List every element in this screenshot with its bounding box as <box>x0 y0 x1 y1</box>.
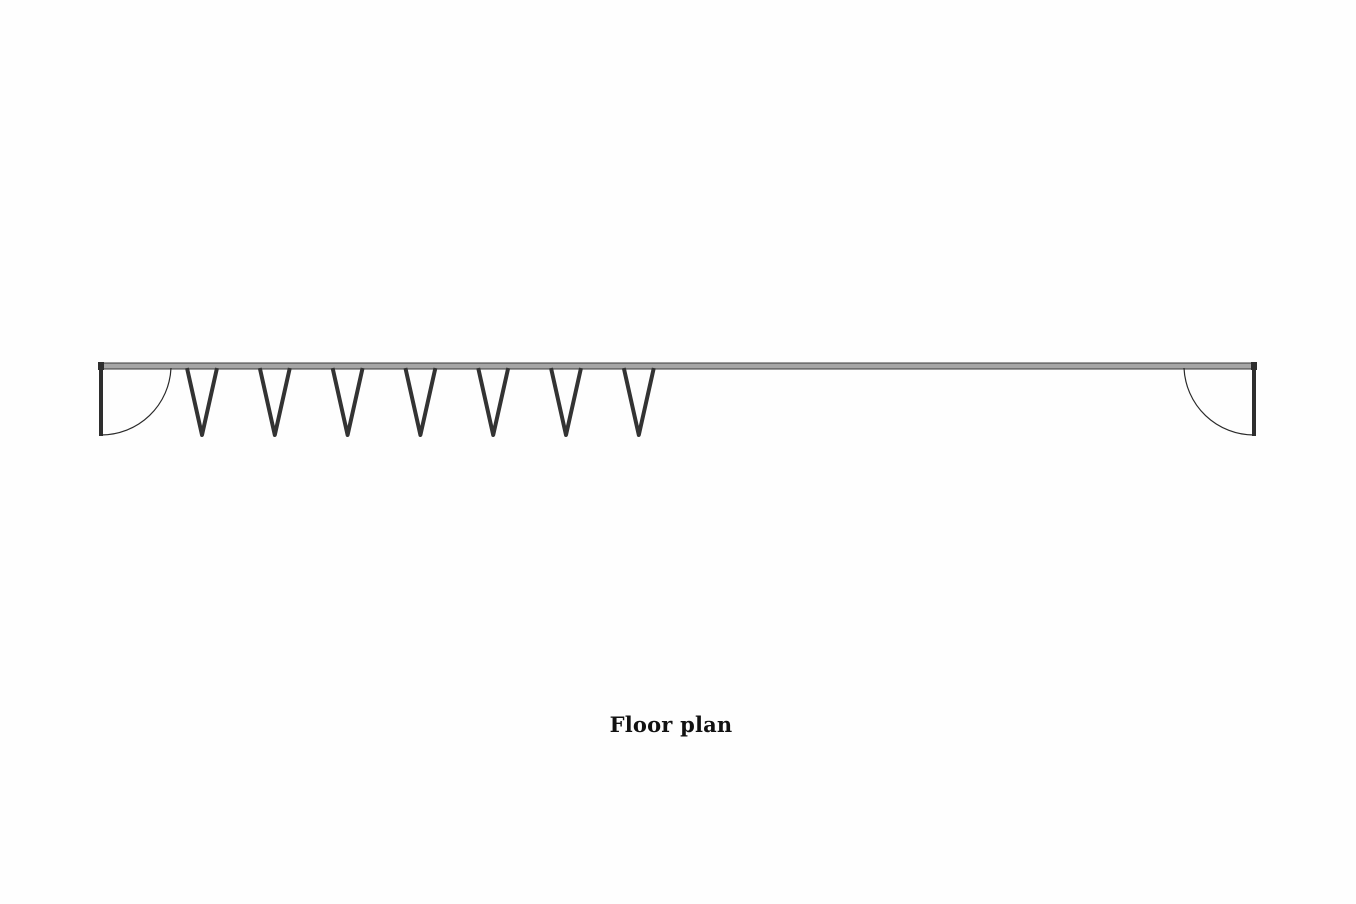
floor-plan-caption: Floor plan <box>609 712 733 737</box>
track-end-cap-right <box>1251 362 1257 370</box>
folding-panel-7 <box>621 367 656 437</box>
folding-panel-1 <box>185 367 219 437</box>
left-swing-door <box>99 367 172 436</box>
left-door-swing-arc <box>100 367 172 436</box>
folding-panel-6 <box>549 367 583 437</box>
folding-panels <box>185 367 656 437</box>
folding-panel-3 <box>330 367 365 437</box>
folding-panel-5 <box>476 367 511 437</box>
right-door-leaf <box>1252 369 1256 436</box>
track-bar <box>99 362 1257 370</box>
track-end-cap-left <box>98 362 104 370</box>
right-swing-door <box>1183 367 1256 436</box>
right-door-swing-arc <box>1183 367 1255 436</box>
folding-panel-2 <box>257 367 292 437</box>
left-door-leaf <box>99 369 103 436</box>
folding-panel-4 <box>403 367 438 437</box>
